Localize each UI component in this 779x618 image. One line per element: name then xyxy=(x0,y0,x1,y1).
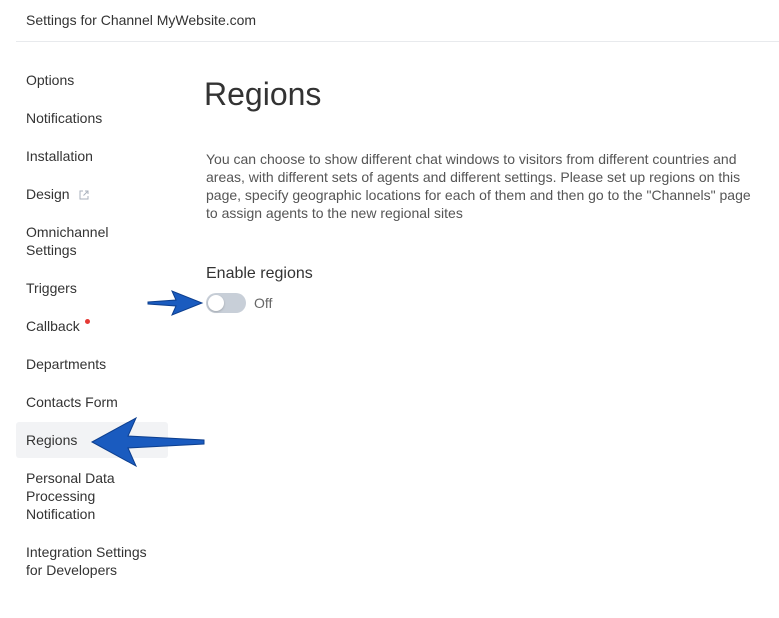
sidebar-item-label: Regions xyxy=(26,432,78,448)
sidebar-item-label: Integration Settings for Developers xyxy=(26,544,147,578)
sidebar-item-design[interactable]: Design xyxy=(16,176,168,212)
sidebar-item-label: Personal Data Processing Notification xyxy=(26,470,115,522)
page-title: Regions xyxy=(204,76,322,112)
external-link-icon xyxy=(79,190,89,200)
toggle-knob xyxy=(208,295,224,311)
sidebar-item-omnichannel-settings[interactable]: Omnichannel Settings xyxy=(16,214,168,268)
sidebar-item-label: Design xyxy=(26,186,70,202)
sidebar-item-label: Installation xyxy=(26,148,93,164)
sidebar-item-departments[interactable]: Departments xyxy=(16,346,168,382)
page-header-title: Settings for Channel MyWebsite.com xyxy=(26,12,257,28)
regions-description: You can choose to show different chat wi… xyxy=(206,151,751,221)
sidebar-item-options[interactable]: Options xyxy=(16,62,168,98)
sidebar-item-contacts-form[interactable]: Contacts Form xyxy=(16,384,168,420)
enable-regions-row: Off xyxy=(206,293,272,313)
sidebar-item-label: Notifications xyxy=(26,110,103,126)
sidebar-item-callback[interactable]: Callback xyxy=(16,308,168,344)
settings-sidebar: Options Notifications Installation Desig… xyxy=(16,62,168,590)
enable-regions-label: Enable regions xyxy=(206,265,313,282)
sidebar-item-label: Contacts Form xyxy=(26,394,118,410)
arrow-pointer-toggle-icon xyxy=(147,290,204,316)
sidebar-item-triggers[interactable]: Triggers xyxy=(16,270,168,306)
sidebar-item-label: Omnichannel Settings xyxy=(26,224,109,258)
sidebar-item-label: Triggers xyxy=(26,280,77,296)
notification-dot-icon xyxy=(84,319,90,324)
enable-regions-toggle[interactable] xyxy=(206,293,246,313)
sidebar-item-label: Departments xyxy=(26,356,107,372)
sidebar-item-integration-settings[interactable]: Integration Settings for Developers xyxy=(16,534,168,588)
toggle-state-label: Off xyxy=(254,295,273,311)
sidebar-item-notifications[interactable]: Notifications xyxy=(16,100,168,136)
arrow-pointer-regions-icon xyxy=(90,416,205,468)
top-bar: Settings for Channel MyWebsite.com xyxy=(16,0,779,42)
sidebar-item-personal-data[interactable]: Personal Data Processing Notification xyxy=(16,460,168,532)
sidebar-item-label: Options xyxy=(26,72,75,88)
sidebar-item-label: Callback xyxy=(26,318,80,334)
sidebar-item-installation[interactable]: Installation xyxy=(16,138,168,174)
